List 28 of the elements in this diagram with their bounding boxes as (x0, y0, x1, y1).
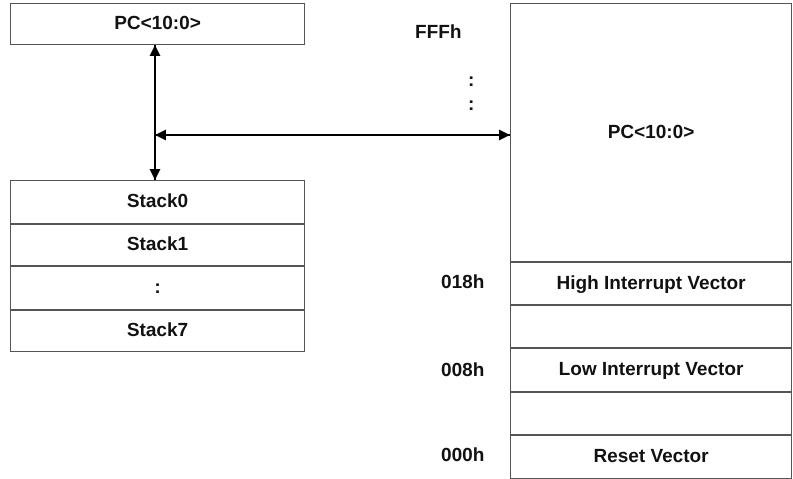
node-label: Stack0 (126, 191, 188, 213)
memory-row (510, 435, 792, 479)
memory-row (510, 305, 792, 348)
node-label: High Interrupt Vector (556, 272, 746, 294)
double-arrow (150, 45, 160, 180)
ellipsis-mark: : (468, 70, 474, 92)
memory-region (510, 3, 792, 262)
memory-row (510, 262, 792, 305)
stack-row (10, 180, 305, 224)
node-label: Stack7 (126, 320, 188, 342)
memory-row (510, 392, 792, 435)
address-label: 018h (441, 272, 484, 294)
stack-row (10, 266, 305, 310)
node-label: PC<10:0> (114, 13, 201, 35)
double-arrow (155, 130, 510, 140)
stack-row (10, 224, 305, 266)
register-box (10, 3, 305, 45)
ellipsis-mark: : (468, 94, 474, 116)
address-label: 000h (441, 445, 484, 467)
address-label: FFFh (415, 22, 462, 44)
node-label: : (154, 277, 161, 299)
node-label: Reset Vector (593, 446, 709, 468)
address-label: 008h (441, 360, 484, 382)
memory-row (510, 348, 792, 392)
node-label: Stack1 (126, 234, 188, 256)
node-label: Low Interrupt Vector (558, 359, 744, 381)
node-label: PC<10:0> (608, 122, 694, 144)
stack-row (10, 310, 305, 352)
